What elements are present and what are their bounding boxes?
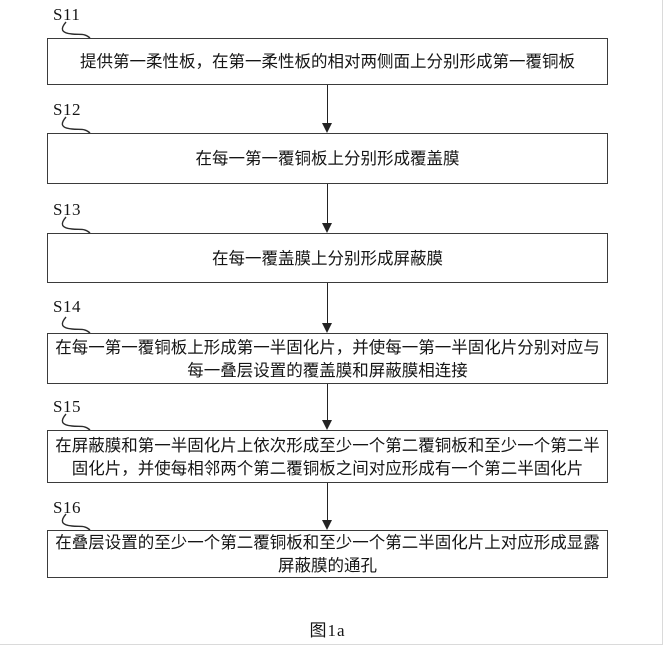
step-text: 在每一覆盖膜上分别形成屏蔽膜 xyxy=(212,248,443,268)
leader-curve-icon xyxy=(61,513,91,531)
down-arrow-icon xyxy=(320,184,335,233)
step-label-s11: S11 xyxy=(53,5,81,24)
step-box-s11: 提供第一柔性板，在第一柔性板的相对两侧面上分别形成第一覆铜板 xyxy=(47,38,608,85)
down-arrow-icon xyxy=(320,384,335,430)
step-text: 屏蔽膜的通孔 xyxy=(278,556,377,575)
down-arrow-icon xyxy=(320,283,335,333)
leader-curve-icon xyxy=(61,216,91,234)
step-label-s15: S15 xyxy=(53,397,81,416)
step-label-s16: S16 xyxy=(53,498,81,517)
step-box-s13: 在每一覆盖膜上分别形成屏蔽膜 xyxy=(47,233,608,283)
step-text: 在屏蔽膜和第一半固化片上依次形成至少一个第二覆铜板和至少一个第二半 xyxy=(55,435,600,455)
step-box-s12: 在每一第一覆铜板上分别形成覆盖膜 xyxy=(47,133,608,184)
step-box-s14: 在每一第一覆铜板上形成第一半固化片，并使每一第一半固化片分别对应与 每一叠层设置… xyxy=(47,333,608,384)
leader-curve-icon xyxy=(61,21,91,39)
step-box-s15: 在屏蔽膜和第一半固化片上依次形成至少一个第二覆铜板和至少一个第二半 固化片，并使… xyxy=(47,430,608,483)
down-arrow-icon xyxy=(320,483,335,530)
step-text: 提供第一柔性板，在第一柔性板的相对两侧面上分别形成第一覆铜板 xyxy=(80,52,575,71)
step-text: 在每一第一覆铜板上形成第一半固化片，并使每一第一半固化片分别对应与 xyxy=(55,337,600,357)
figure-caption: 图1a xyxy=(309,621,346,640)
leader-curve-icon xyxy=(61,413,91,431)
step-text: 在每一第一覆铜板上分别形成覆盖膜 xyxy=(195,149,460,168)
step-text: 固化片，并使每相邻两个第二覆铜板之间对应形成有一个第二半固化片 xyxy=(71,458,584,478)
down-arrow-icon xyxy=(320,85,335,133)
leader-curve-icon xyxy=(61,116,91,134)
step-label-s13: S13 xyxy=(53,200,81,219)
leader-curve-icon xyxy=(61,316,91,334)
step-label-s14: S14 xyxy=(53,297,81,316)
step-label-s12: S12 xyxy=(53,100,81,119)
step-text: 每一叠层设置的覆盖膜和屏蔽膜相连接 xyxy=(187,360,468,380)
step-text: 在叠层设置的至少一个第二覆铜板和至少一个第二半固化片上对应形成显露 xyxy=(55,533,600,552)
step-box-s16: 在叠层设置的至少一个第二覆铜板和至少一个第二半固化片上对应形成显露 屏蔽膜的通孔 xyxy=(47,530,608,578)
